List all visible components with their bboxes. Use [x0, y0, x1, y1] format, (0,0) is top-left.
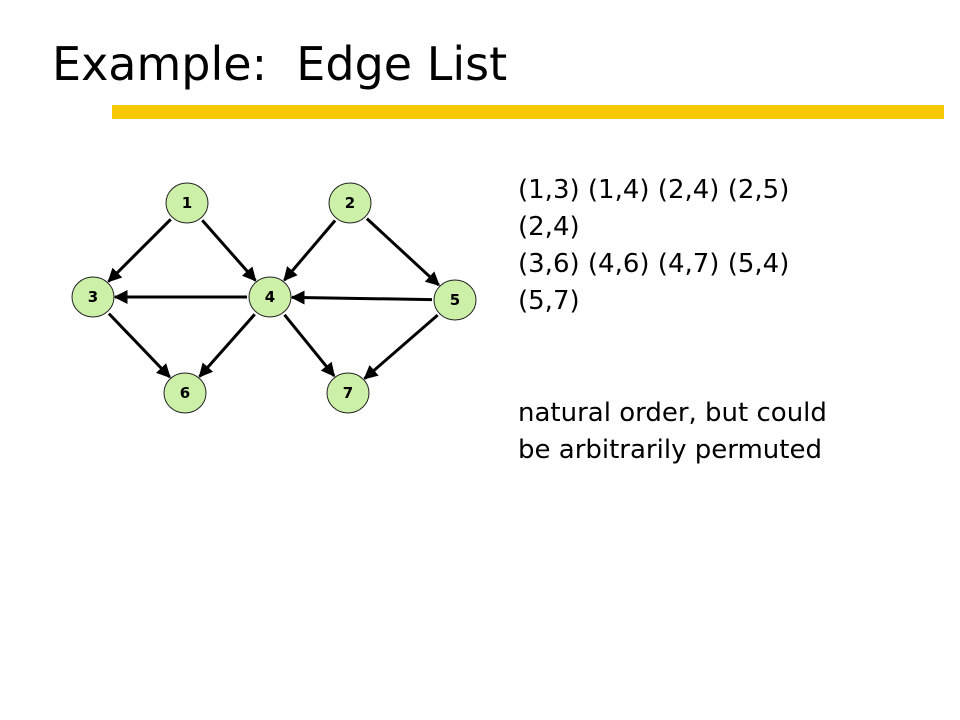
edge-4-7	[283, 313, 336, 378]
note-line: be arbitrarily permuted	[518, 435, 822, 465]
node-circle	[326, 372, 370, 414]
nodes-layer: 1 2 3 4 5 6 7	[71, 182, 477, 414]
node-label: 1	[182, 194, 192, 212]
node-1: 1	[165, 182, 209, 224]
edge-list-line: (1,3) (1,4) (2,4) (2,5)	[518, 175, 790, 205]
edge-3-6	[107, 312, 171, 379]
edge-1-4	[201, 219, 257, 282]
node-2: 2	[328, 182, 372, 224]
edge-5-7	[363, 313, 439, 380]
edge-2-5	[365, 217, 440, 287]
node-5: 5	[433, 279, 477, 321]
node-circle	[433, 279, 477, 321]
node-label: 3	[88, 288, 98, 306]
node-3: 3	[71, 276, 115, 318]
edge-2-4	[283, 219, 337, 282]
node-circle	[328, 182, 372, 224]
node-6: 6	[163, 372, 207, 414]
node-label: 6	[180, 384, 190, 402]
node-label: 5	[450, 291, 460, 309]
node-7: 7	[326, 372, 370, 414]
node-circle	[165, 182, 209, 224]
edge-4-6	[198, 313, 256, 378]
node-circle	[163, 372, 207, 414]
node-label: 7	[343, 384, 353, 402]
edges-layer	[107, 217, 440, 380]
ordering-note: natural order, but could be arbitrarily …	[518, 395, 827, 469]
edge-list-text: (1,3) (1,4) (2,4) (2,5) (2,4) (3,6) (4,6…	[518, 172, 789, 320]
node-label: 2	[345, 194, 355, 212]
edge-list-line: (2,4)	[518, 212, 580, 242]
edge-list-line: (5,7)	[518, 286, 580, 316]
slide-title: Example: Edge List	[52, 37, 508, 91]
edge-1-3	[107, 218, 172, 283]
node-label: 4	[265, 288, 275, 306]
node-4: 4	[248, 276, 292, 318]
edge-5-4	[290, 290, 433, 305]
node-circle	[248, 276, 292, 318]
note-line: natural order, but could	[518, 398, 827, 428]
title-underline-bar	[112, 105, 944, 119]
edge-list-line: (3,6) (4,6) (4,7) (5,4)	[518, 249, 790, 279]
node-circle	[71, 276, 115, 318]
